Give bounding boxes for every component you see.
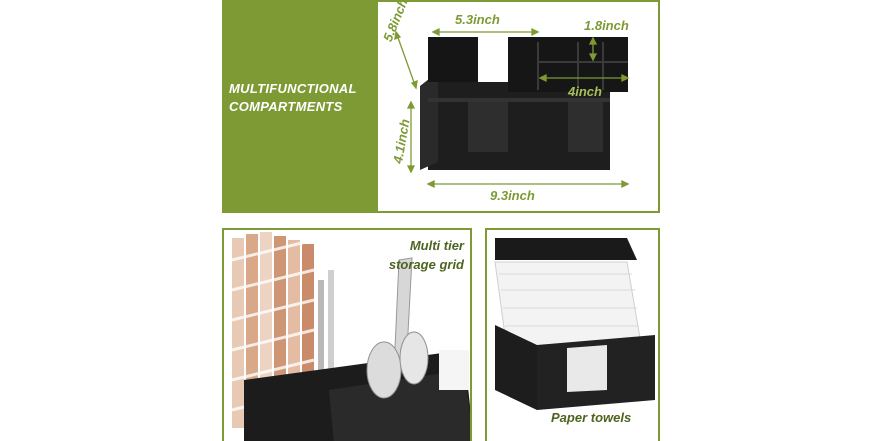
paper-towels-caption: Paper towels bbox=[551, 410, 632, 425]
dim-top-width: 5.3inch bbox=[455, 12, 500, 27]
organizer-dimension-illustration bbox=[394, 27, 630, 189]
heading-text: MULTIFUNCTIONAL COMPARTMENTS bbox=[229, 80, 357, 116]
heading-panel: MULTIFUNCTIONAL COMPARTMENTS bbox=[222, 0, 378, 213]
dim-compartment-depth: 1.8inch bbox=[584, 18, 629, 33]
heading-line-2: COMPARTMENTS bbox=[229, 99, 343, 114]
dim-inner-width: 4inch bbox=[568, 84, 602, 99]
caption-grid-line-1: Multi tier bbox=[409, 238, 464, 253]
caption-grid-line-2: storage grid bbox=[388, 257, 464, 272]
storage-grid-caption: Multi tier storage grid bbox=[389, 236, 464, 274]
dim-length: 9.3inch bbox=[490, 188, 535, 203]
paper-towels-photo: Paper towels bbox=[485, 228, 660, 441]
napkin-holder-illustration bbox=[494, 238, 655, 410]
dimensions-panel: 5.3inch 1.8inch 5.8inch 4inch 4.1inch 9.… bbox=[378, 0, 660, 213]
heading-line-1: MULTIFUNCTIONAL bbox=[229, 81, 357, 96]
storage-grid-photo: Multi tier storage grid bbox=[222, 228, 472, 441]
straws-and-cutlery-illustration bbox=[231, 232, 470, 441]
